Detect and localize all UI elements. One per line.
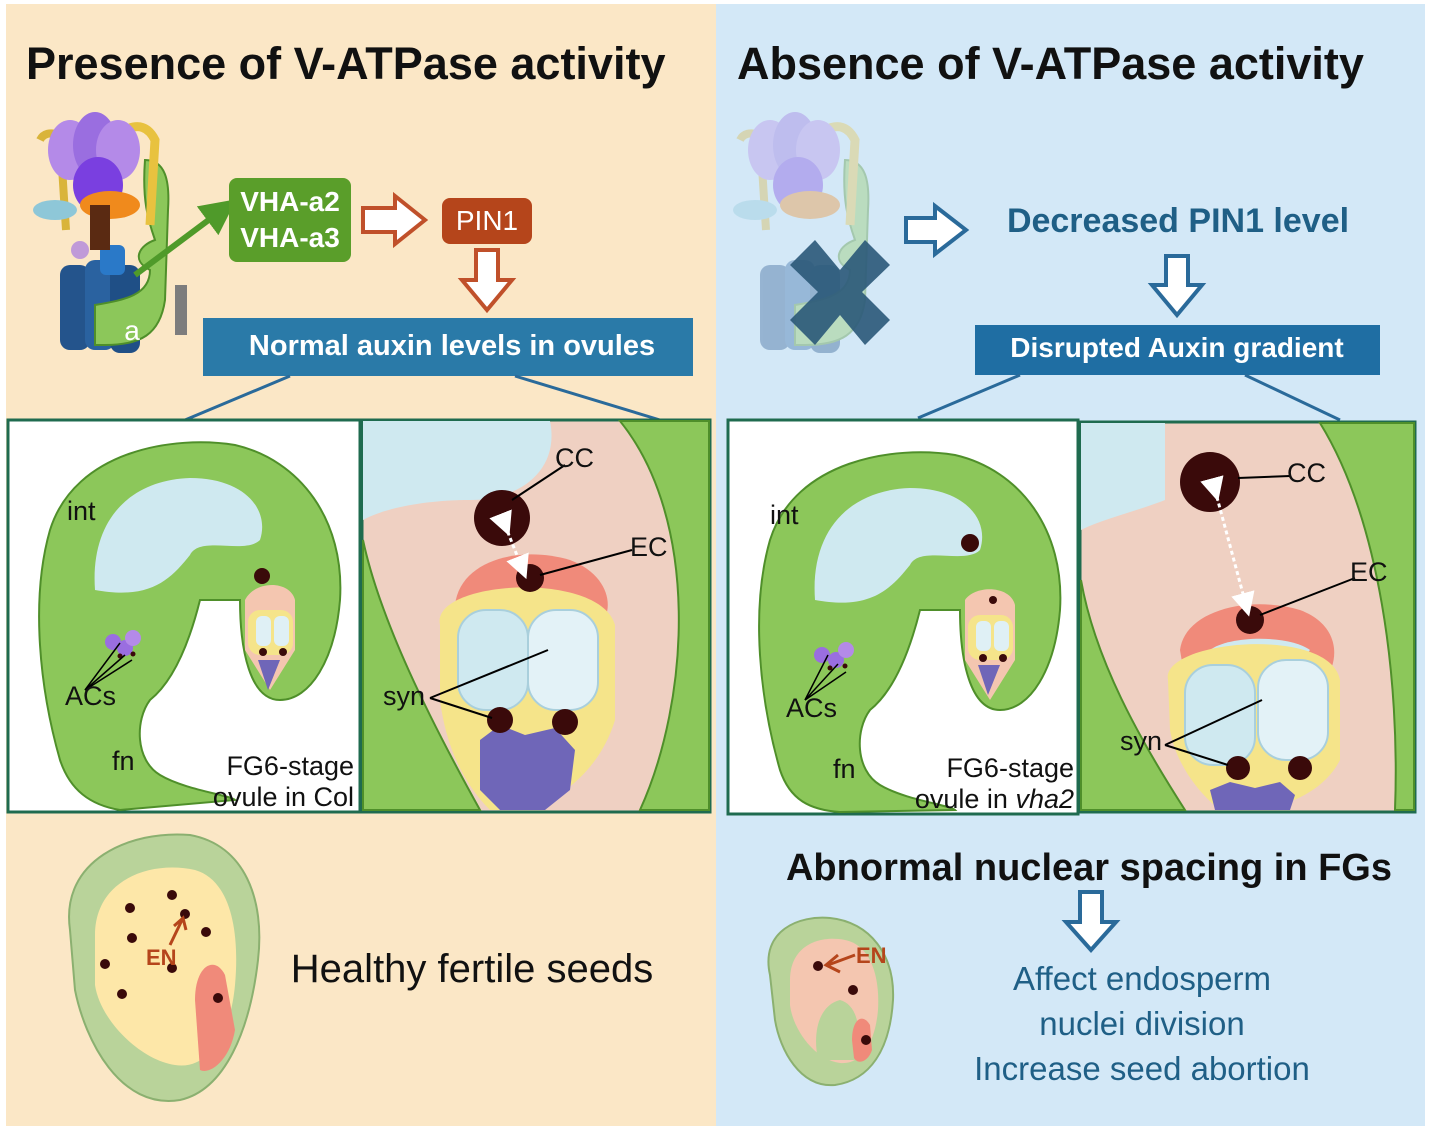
syn-label-left: syn bbox=[383, 681, 425, 711]
v-atpase-complex-icon bbox=[33, 112, 187, 353]
pin1-label: PIN1 bbox=[456, 205, 518, 236]
green-arrow-icon bbox=[133, 199, 237, 278]
outcome-line-1: Affect endosperm bbox=[1013, 960, 1271, 997]
cc-label-left: CC bbox=[555, 443, 594, 473]
decreased-pin1-label: Decreased PIN1 level bbox=[1007, 202, 1349, 240]
ovule-caption-line1-left: FG6-stage bbox=[226, 751, 354, 781]
abnormal-spacing-heading: Abnormal nuclear spacing in FGs bbox=[786, 847, 1392, 889]
left-heading: Presence of V-ATPase activity bbox=[26, 38, 666, 89]
outcome-line-3: Increase seed abortion bbox=[974, 1050, 1310, 1087]
outcome-line-2: nuclei division bbox=[1039, 1005, 1244, 1042]
ovule-caption-line2-left: ovule in Col bbox=[213, 782, 354, 812]
connector-line bbox=[1244, 373, 1341, 422]
ec-label-right: EC bbox=[1350, 557, 1388, 587]
connector-line bbox=[184, 374, 291, 422]
ovule-caption-line2-right: ovule in vha2 bbox=[915, 784, 1074, 814]
connector-line bbox=[917, 373, 1021, 420]
cross-x-icon bbox=[790, 240, 890, 345]
right-heading: Absence of V-ATPase activity bbox=[737, 38, 1364, 89]
ovule-caption-prefix-right: ovule in bbox=[915, 784, 1016, 814]
en-label-left: EN bbox=[146, 945, 177, 970]
acs-label-left: ACs bbox=[65, 681, 116, 711]
aborted-seed-icon bbox=[767, 916, 895, 1087]
vha-a2-label: VHA-a2 bbox=[240, 186, 340, 217]
pin1-box bbox=[442, 198, 532, 244]
ovule-caption-genotype-right: vha2 bbox=[1015, 784, 1074, 814]
fn-label-right: fn bbox=[833, 754, 856, 784]
hollow-arrow-down-icon bbox=[457, 248, 517, 314]
acs-label-right: ACs bbox=[786, 693, 837, 723]
int-label-right: int bbox=[770, 500, 799, 530]
vha-a3-label: VHA-a3 bbox=[240, 222, 340, 253]
connector-line bbox=[514, 374, 661, 422]
int-label-left: int bbox=[67, 496, 96, 526]
cc-label-right: CC bbox=[1287, 458, 1326, 488]
normal-auxin-label: Normal auxin levels in ovules bbox=[249, 330, 655, 362]
ovule-caption-line1-right: FG6-stage bbox=[946, 753, 1074, 783]
ec-label-left: EC bbox=[630, 532, 668, 562]
hollow-arrow-down-blue-icon bbox=[1061, 890, 1121, 954]
disrupted-auxin-bar bbox=[975, 325, 1380, 375]
ovule-illustration-left bbox=[38, 441, 342, 812]
syn-label-right: syn bbox=[1120, 726, 1162, 756]
hollow-arrow-down-blue-icon bbox=[1147, 254, 1207, 319]
en-label-right: EN bbox=[856, 943, 887, 968]
hollow-arrow-right-icon bbox=[361, 191, 429, 249]
healthy-seed-icon bbox=[68, 833, 261, 1102]
subunit-a-label: a bbox=[124, 315, 140, 346]
fn-label-left: fn bbox=[112, 746, 135, 776]
zoom-illustration-right bbox=[1080, 422, 1415, 811]
ovule-illustration-right bbox=[758, 451, 1062, 814]
normal-auxin-bar bbox=[203, 318, 693, 376]
hollow-arrow-right-blue-icon bbox=[904, 201, 970, 259]
disrupted-auxin-label: Disrupted Auxin gradient bbox=[1010, 332, 1343, 363]
zoom-illustration-left bbox=[362, 420, 710, 811]
healthy-seeds-label: Healthy fertile seeds bbox=[291, 947, 653, 991]
vha-gene-box bbox=[229, 178, 351, 262]
